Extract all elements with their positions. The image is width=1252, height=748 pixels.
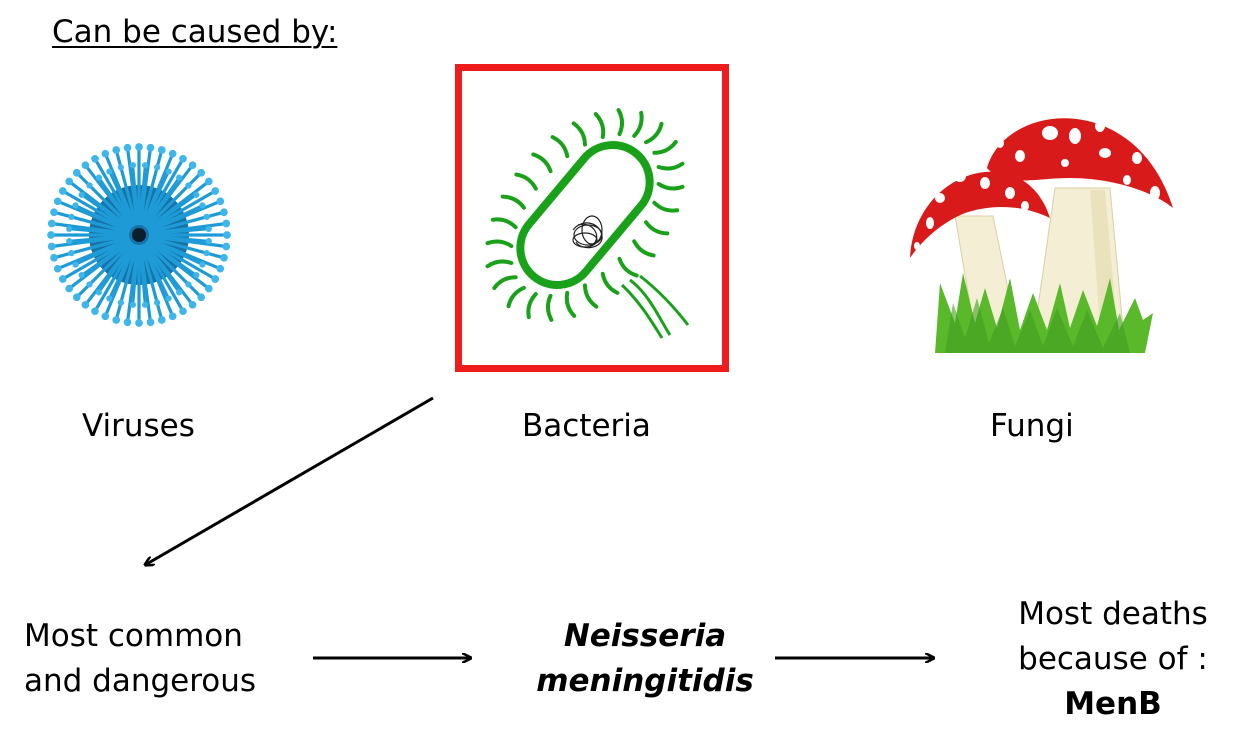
step3-line3: MenB	[1064, 686, 1162, 722]
flow-step-most-common: Most common and dangerous	[24, 614, 256, 704]
step2-line1: Neisseria	[563, 618, 727, 654]
slide-heading: Can be caused by:	[52, 14, 338, 50]
step3-line2: because of :	[1018, 641, 1208, 677]
diagonal-arrow	[145, 396, 434, 565]
flow-step-neisseria: Neisseria meningitidis	[515, 614, 775, 704]
mushroom-icon	[910, 106, 1173, 353]
viruses-label: Viruses	[82, 408, 195, 444]
flow-step-most-deaths: Most deaths because of : MenB	[988, 592, 1238, 727]
bacterium-icon	[485, 108, 690, 339]
step2-line2: meningitidis	[536, 663, 754, 699]
fungi-label: Fungi	[990, 408, 1074, 444]
step1-line2: and dangerous	[24, 663, 257, 699]
step3-line1: Most deaths	[1018, 596, 1208, 632]
bacteria-highlight-box	[455, 64, 729, 372]
step1-line1: Most common	[24, 618, 243, 654]
bacteria-label: Bacteria	[522, 408, 651, 444]
virus-icon	[47, 143, 231, 327]
